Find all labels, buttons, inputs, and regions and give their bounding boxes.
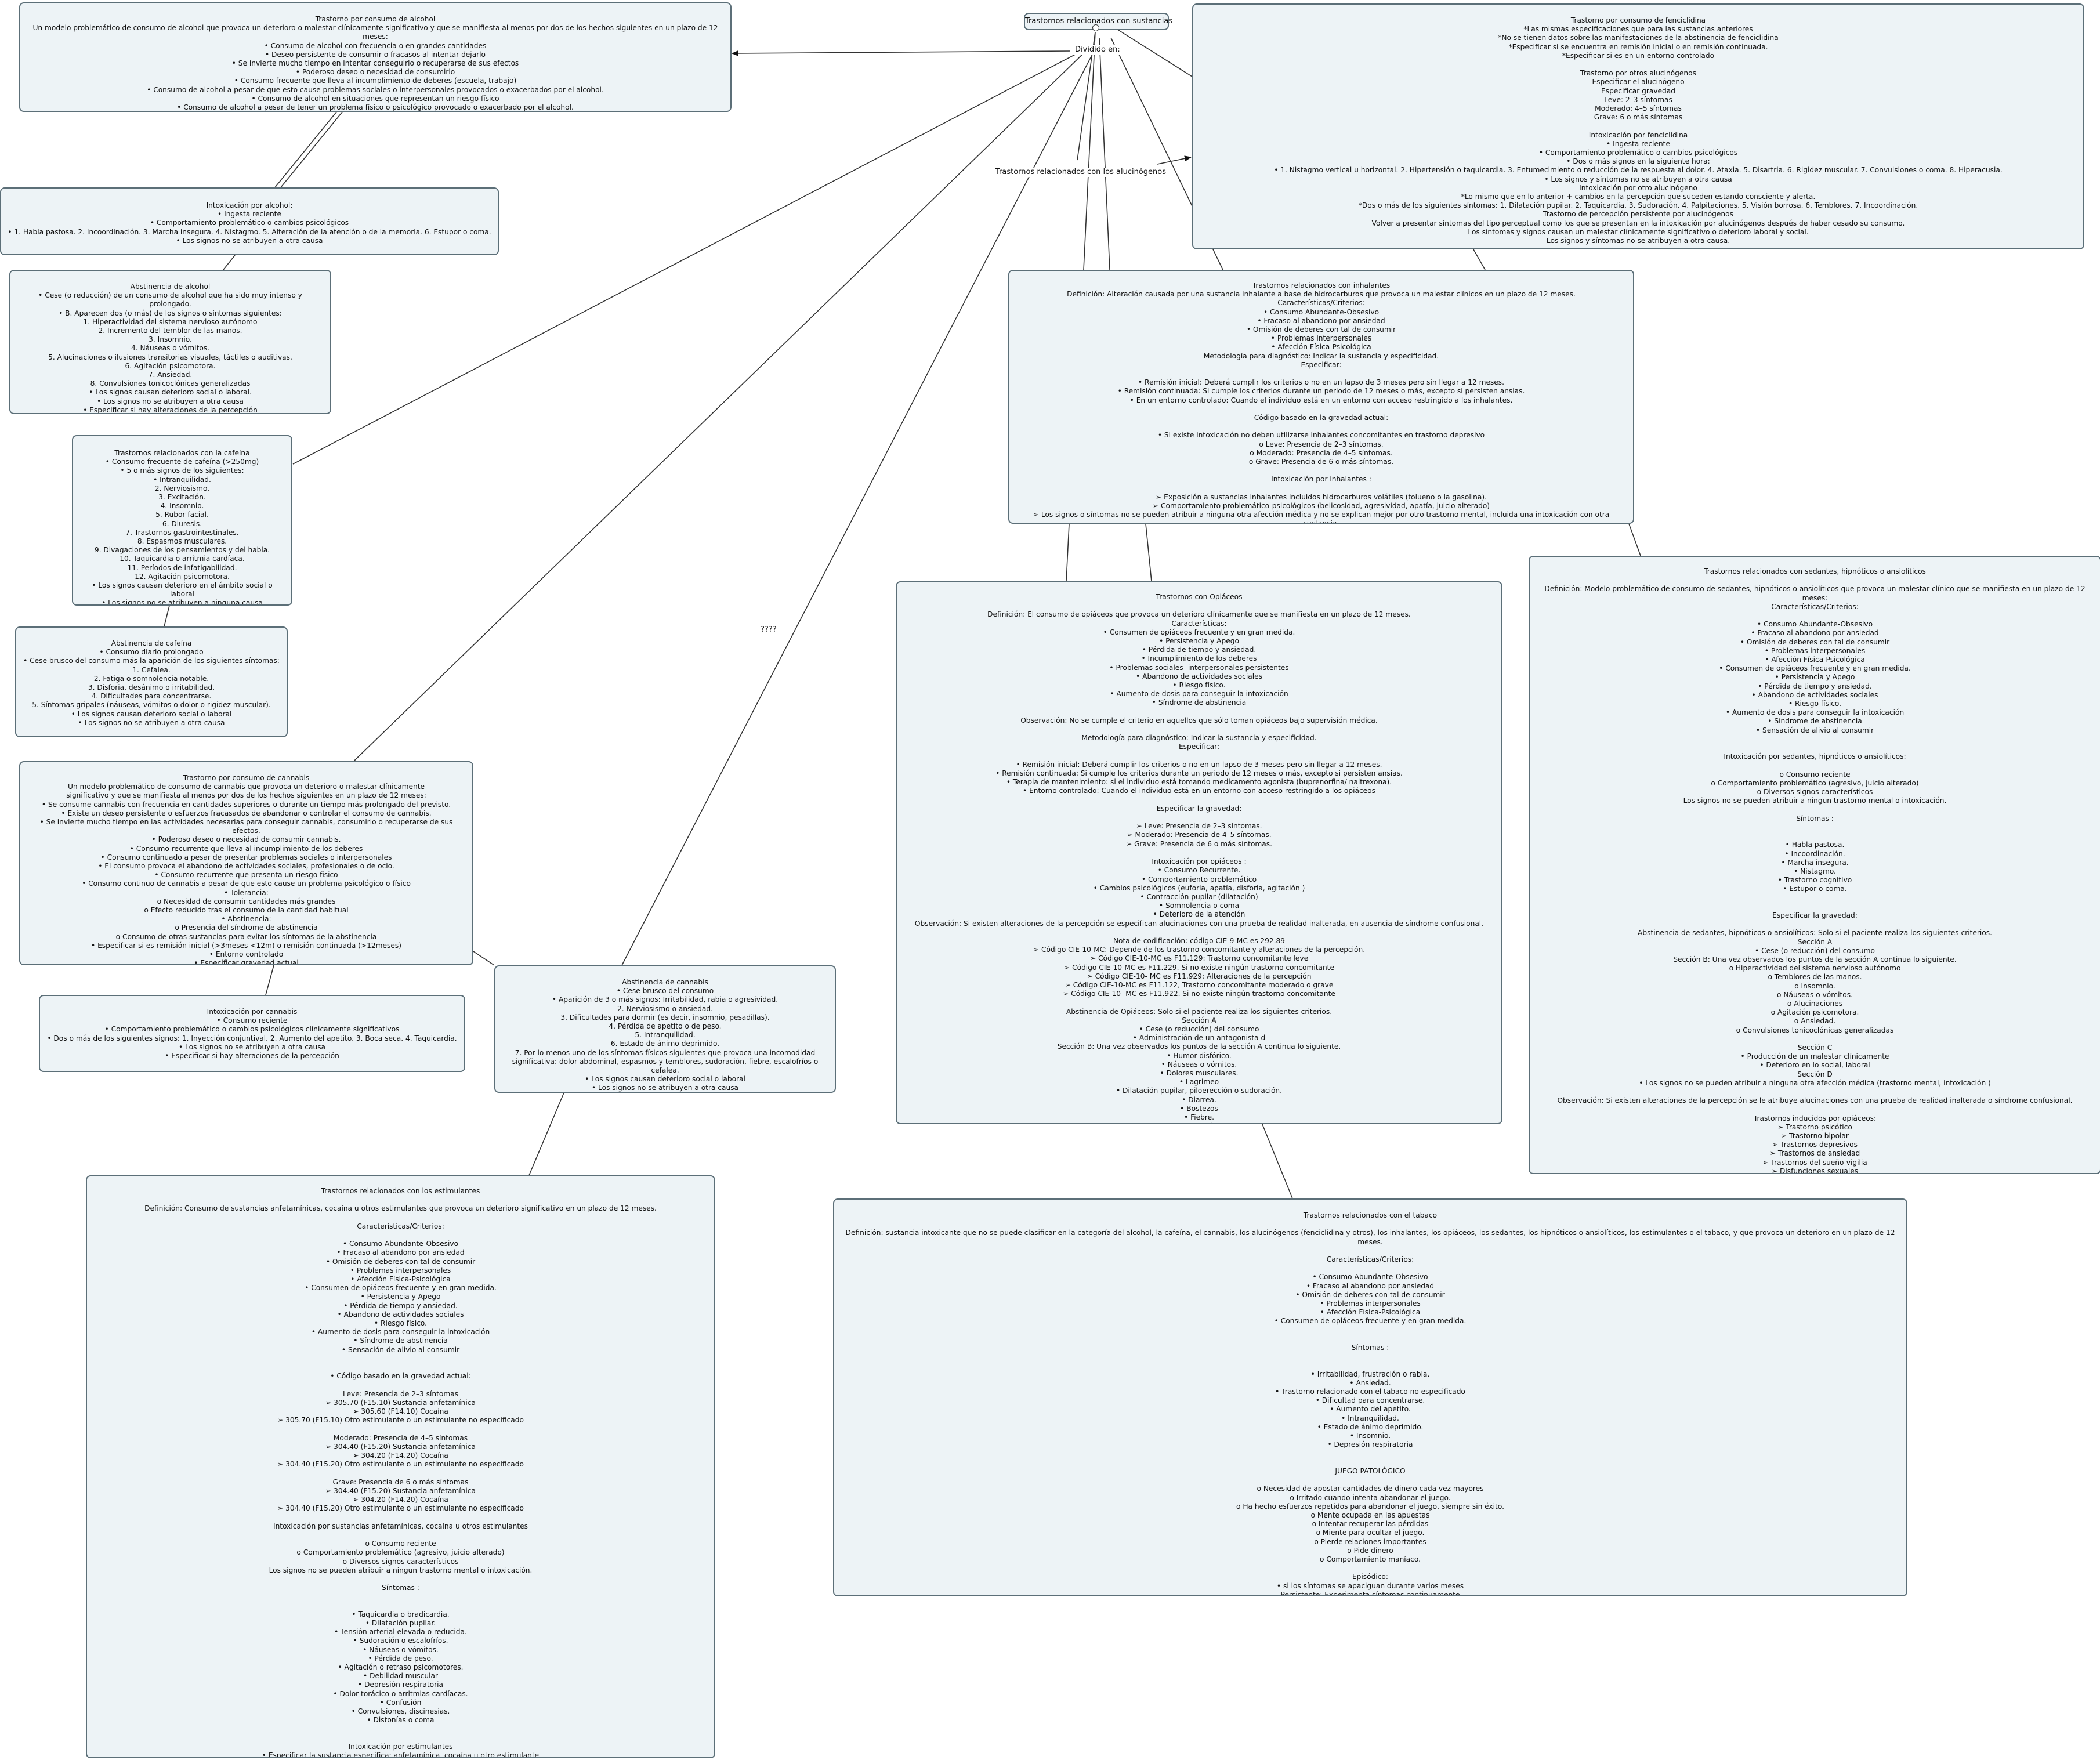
edge-inhalants-opioids-a <box>1066 523 1070 582</box>
edge-phencyclidine-inhalants <box>1473 249 1486 270</box>
root-node[interactable]: Trastornos relacionados con sustancias <box>1024 13 1173 30</box>
node-stimulants[interactable]: Trastornos relacionados con los estimula… <box>86 1175 715 1758</box>
edge-cannabisabst-stimulants <box>528 1092 564 1176</box>
node-sedatives[interactable]: Trastornos relacionados con sedantes, hi… <box>1529 556 2100 1174</box>
edge-alcohol-intox-abst <box>223 255 236 270</box>
edge-root-inhalants-2 <box>1099 37 1110 270</box>
edge-root-opioids <box>1083 31 1096 270</box>
edge-inhalants-sedatives <box>1628 523 1641 556</box>
node-tobacco[interactable]: Trastornos relacionados con el tabaco De… <box>833 1198 1907 1596</box>
edge-label-divided: Dividido en: <box>1073 45 1122 55</box>
edge-opioids-tobacco <box>1262 1124 1293 1199</box>
node-alcohol-intoxication[interactable]: Intoxicación por alcohol: • Ingesta reci… <box>0 187 499 255</box>
node-alcohol-use[interactable]: Trastorno por consumo de alcohol Un mode… <box>19 2 732 112</box>
edge-root-cannabis-abst <box>621 46 1097 966</box>
node-opioids[interactable]: Trastornos con Opiáceos Definición: El c… <box>896 581 1502 1124</box>
node-inhalants[interactable]: Trastornos relacionados con inhalantes D… <box>1008 270 1634 524</box>
root-expand-icon[interactable] <box>1092 24 1099 31</box>
edge-caffeine-abst <box>164 605 170 627</box>
edge-root-cannabis <box>353 46 1091 762</box>
edge-label-unknown: ???? <box>759 625 779 635</box>
node-cannabis-use[interactable]: Trastorno por consumo de cannabis Un mod… <box>19 761 473 965</box>
node-alcohol-withdrawal[interactable]: Abstinencia de alcohol • Cese (o reducci… <box>9 270 331 414</box>
root-title: Trastornos relacionados con sustancias <box>1025 17 1173 26</box>
edge-cannabis-cannabisabst <box>473 951 495 966</box>
edge-root-phencyclidine <box>1116 28 1193 77</box>
edge-root-alcohol <box>732 50 1071 56</box>
edge-alucinogenos-phencyclidine <box>1157 155 1192 165</box>
node-cannabis-withdrawal[interactable]: Abstinencia de cannabis • Cese brusco de… <box>494 965 836 1093</box>
node-phencyclidine[interactable]: Trastorno por consumo de fenciclidina *L… <box>1192 3 2084 249</box>
edge-label-alucinogenos: Trastornos relacionados con los alucinóg… <box>994 168 1168 177</box>
edge-inhalants-opioids-b <box>1145 523 1152 582</box>
node-cannabis-intoxication[interactable]: Intoxicación por cannabis • Consumo reci… <box>39 995 465 1072</box>
edge-alcohol-intox-b <box>274 111 337 188</box>
node-caffeine-withdrawal[interactable]: Abstinencia de cafeína • Consumo diario … <box>15 626 288 737</box>
edge-alcohol-intox-a <box>280 111 343 188</box>
node-caffeine[interactable]: Trastornos relacionados con la cafeína •… <box>72 435 292 606</box>
edge-root-caffeine <box>292 46 1091 465</box>
edge-cannabis-intox <box>265 965 274 995</box>
